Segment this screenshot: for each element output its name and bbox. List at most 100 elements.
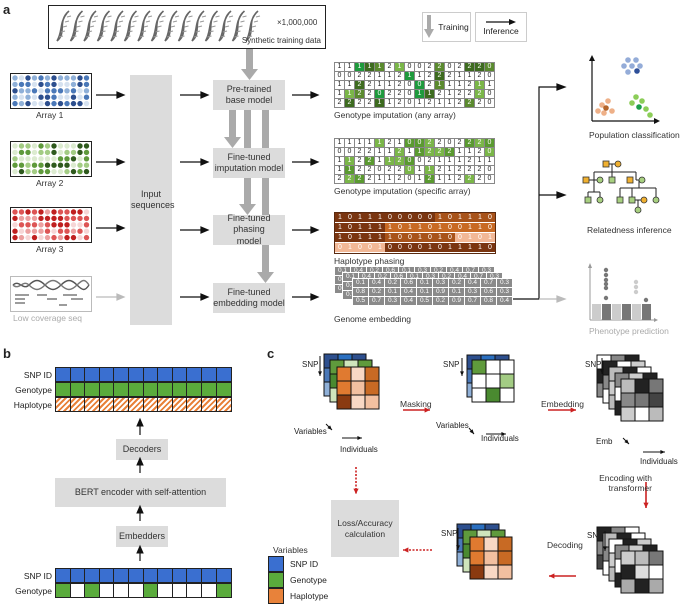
snp-dot	[44, 149, 51, 156]
haplotype-cell: 0	[405, 213, 415, 222]
snp-dot	[38, 94, 44, 100]
tensor-cell	[634, 392, 650, 408]
haplotype-cell: 1	[385, 233, 395, 242]
axis-label: Individuals	[481, 434, 519, 443]
legend-swatch	[268, 588, 284, 604]
input-sequences-label: Input sequences	[131, 188, 175, 210]
genotype-cell: 1	[374, 98, 385, 108]
masked-genotype-row	[55, 583, 233, 598]
genotype-cell: 1	[484, 156, 495, 166]
snp-dot	[25, 168, 31, 175]
genotype-cell: 0	[404, 89, 415, 99]
snp-dot	[12, 209, 18, 215]
genotype-cell: 0	[404, 174, 415, 184]
snp-dot	[38, 88, 44, 94]
genotype-cell: 1	[414, 174, 425, 184]
tensor-cell	[350, 394, 366, 410]
genotype-cell: 2	[354, 71, 365, 81]
embedding-value: 0.4	[369, 279, 384, 287]
tensor-cell	[483, 550, 499, 566]
phenotype-bar	[602, 304, 611, 320]
variables-legend-title: Variables	[273, 545, 308, 555]
snp-dot	[38, 228, 44, 234]
snp-dot	[12, 143, 18, 149]
snp-dot	[38, 209, 44, 215]
snp-dot	[12, 149, 18, 156]
snp-dot	[57, 162, 64, 168]
haplotype-cell: 1	[355, 233, 365, 242]
token-cell	[85, 398, 100, 411]
token-cell	[187, 569, 202, 582]
snp-dot	[51, 168, 57, 175]
snp-dot	[12, 234, 18, 241]
snp-dot	[77, 215, 83, 222]
axis-arrow-icon	[501, 432, 506, 436]
genotype-cell: 0	[404, 138, 415, 148]
haplotype-cell: 0	[425, 233, 435, 242]
snp-dot	[57, 215, 64, 222]
embedding-value: 0.7	[465, 297, 480, 305]
token-cell	[187, 383, 202, 396]
genotype-cell: 1	[364, 62, 375, 72]
tensor-cell	[336, 394, 352, 410]
snp-dot	[25, 81, 31, 88]
embedders-box: Embedders	[116, 526, 168, 547]
tensor-cell	[469, 536, 485, 552]
embedding-value: 0.2	[385, 279, 400, 287]
female-node	[634, 206, 642, 214]
loss-accuracy-box: Loss/Accuracy calculation	[331, 500, 399, 557]
population-point	[647, 112, 653, 118]
token-cell	[56, 383, 71, 396]
snp-dot	[31, 222, 38, 228]
tensor-cell	[499, 359, 515, 375]
genotype-cell: 0	[484, 174, 495, 184]
snp-dot	[44, 81, 51, 88]
haplotype-cell: 1	[375, 243, 385, 252]
genotype-cell: 2	[474, 147, 485, 157]
haplotype-cell: 1	[365, 233, 375, 242]
embedding-value: 0.2	[449, 279, 464, 287]
token-cell	[114, 398, 129, 411]
genotype-cell: 2	[424, 138, 435, 148]
tensor-cell	[648, 550, 664, 566]
snp-dot	[18, 81, 25, 88]
embedding-value: 0.4	[401, 288, 416, 296]
dna-icon	[150, 10, 166, 42]
token-cell	[56, 584, 71, 597]
tensor-cell	[648, 378, 664, 394]
genotype-cell: 2	[344, 98, 355, 108]
snp-dot	[31, 168, 38, 175]
tensor-cell	[620, 406, 636, 422]
snp-dot	[70, 143, 77, 149]
token-cell	[143, 584, 159, 597]
genotype-cell: 2	[364, 71, 375, 81]
token-cell	[143, 368, 159, 381]
token-cell	[158, 569, 173, 582]
embedding-value: 0.1	[335, 267, 350, 275]
snp-dot	[83, 149, 90, 156]
phenotype-point	[603, 295, 609, 301]
embedding-value: 0.2	[369, 288, 384, 296]
female-node	[638, 176, 646, 184]
genotype-cell: 1	[434, 156, 445, 166]
genotype-cell: 2	[354, 174, 365, 184]
embedding-value: 0.1	[417, 279, 432, 287]
snp-dot	[64, 156, 70, 162]
embedding-value: 0.8	[481, 297, 496, 305]
snp-dot	[25, 234, 31, 241]
snp-dot	[31, 162, 38, 168]
tensor-cell	[364, 366, 380, 382]
snp-dot	[64, 143, 70, 149]
snp-dot	[77, 162, 83, 168]
tensor-cell	[485, 387, 501, 403]
genotype-cell: 2	[454, 89, 465, 99]
process-arrow-icon	[570, 407, 576, 413]
snp-dot	[18, 156, 25, 162]
snp-dot	[18, 222, 25, 228]
snp-dot	[38, 162, 44, 168]
genotype-cell: 2	[384, 89, 395, 99]
process-arrow-icon	[643, 502, 649, 508]
haplotype-cell: 1	[355, 213, 365, 222]
